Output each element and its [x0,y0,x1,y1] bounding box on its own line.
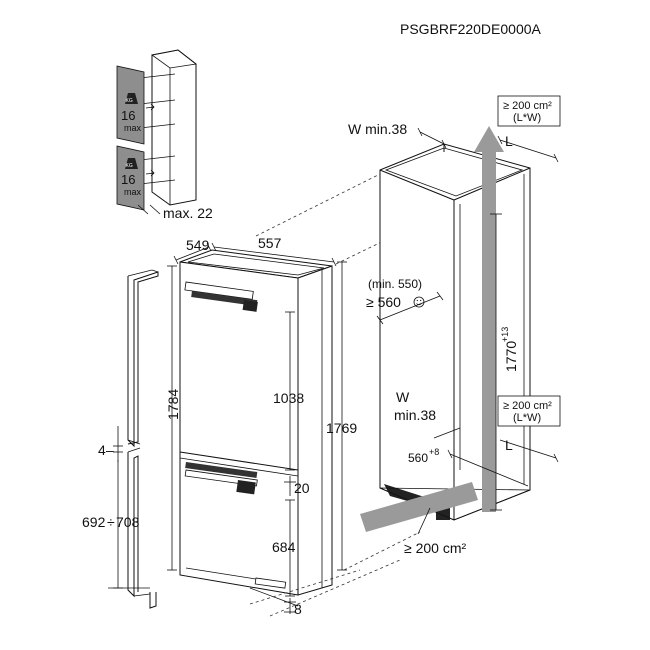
depth-label: 549 [186,237,210,253]
door-gap-label: 4 [98,442,106,458]
lower-load-unit: max [124,187,142,197]
mid-vent-area: ≥ 200 cm² [503,400,552,412]
niche-height-label: 1770 +13 [500,327,519,372]
top-vent-box: ≥ 200 cm² (L*W) [497,95,561,127]
cabinet-height-label: 1769 [326,420,357,436]
airflow-bottom [360,482,478,532]
lower-load-value: 16 [121,172,135,187]
kg-weight-icon-upper: KG [125,93,138,104]
kg-weight-icon-lower: KG [125,158,138,169]
gap-middle-label: 20 [294,480,310,496]
bottom-vent-label: ≥ 200 cm² [404,540,466,556]
niche-drawing [360,126,559,535]
door-range-high: 708 [116,514,140,530]
door-gap-dash: – [106,442,114,458]
top-vent-area: ≥ 200 cm² [503,100,552,112]
upper-door-panel [116,65,145,145]
niche-width-label: 560 [408,451,428,465]
door-range-separator: ÷ [107,514,115,530]
svg-text:KG: KG [126,163,133,169]
top-vent-w-label: W min.38 [348,121,407,137]
mid-vent-l-label: L [505,437,513,453]
niche-width-tolerance: +8 [429,447,439,457]
gap-bottom-label: 8 [294,601,302,617]
svg-text:KG: KG [126,98,133,104]
upper-load-value: 16 [121,108,135,123]
mid-vent-w-label: W [396,389,410,405]
upper-load-unit: max [124,123,142,133]
appliance-dimensions [167,169,421,617]
appliance-drawing [179,249,333,607]
appliance-side [297,265,333,596]
niche-depth-min: (min. 550) [368,277,422,291]
door-range-low: 692 [82,514,106,530]
max-gap-label: max. 22 [163,205,213,221]
freezer-height-label: 684 [272,539,296,555]
mid-vent-box: ≥ 200 cm² (L*W) [497,395,561,427]
mid-vent-w-min: min.38 [394,407,436,423]
airflow-vertical [482,152,496,512]
niche-height-tolerance: +13 [500,327,510,342]
model-code: PSGBRF220DE0000A [400,21,542,37]
top-vent-l-label: L [505,133,513,149]
svg-text:1770: 1770 [503,341,519,372]
door-load-illustration: KG 16 max KG 16 max [116,49,197,215]
width-label: 557 [258,235,282,251]
top-vent-lw: (L*W) [513,112,541,124]
furniture-door-panels [108,269,159,609]
fridge-height-label: 1038 [273,390,304,406]
total-height-label: 1784 [165,389,181,420]
smiley-icon [413,296,425,308]
niche-depth: ≥ 560 [366,294,401,310]
mid-vent-lw: (L*W) [513,412,541,424]
